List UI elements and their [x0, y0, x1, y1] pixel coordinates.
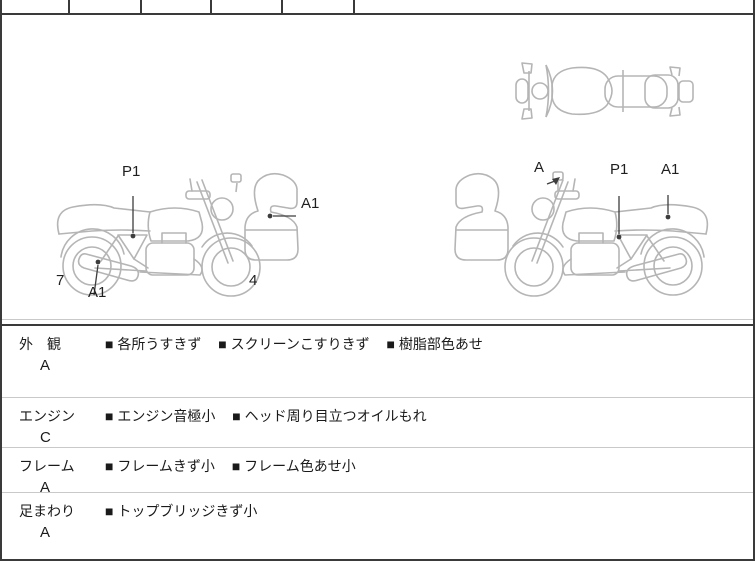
motorcycle-side-view-facing-left — [504, 171, 709, 297]
comment-item: ■ フレーム色あせ小 — [231, 458, 356, 474]
category-label: エンジン — [19, 408, 75, 424]
comments-cell: ■ トップブリッジきず小 — [105, 493, 753, 559]
part-label-a-mirror: A — [534, 159, 545, 176]
part-label-p1-right: P1 — [610, 161, 629, 178]
category-label: 外 観 — [19, 336, 61, 352]
category-cell: エンジン C — [2, 398, 105, 447]
comment-item: ■ エンジン音極小 — [105, 408, 216, 424]
part-label-p1-left: P1 — [122, 163, 141, 180]
motorcycle-top-view — [515, 62, 694, 120]
table-row: フレーム A ■ フレームきず小 ■ フレーム色あせ小 — [2, 448, 753, 496]
comment-item: ■ スクリーンこすりきず — [218, 336, 370, 352]
grade-value: A — [40, 357, 51, 374]
motorcycle-side-view-facing-right — [56, 173, 261, 297]
comments-cell: ■ 各所うすきず ■ スクリーンこすりきず ■ 樹脂部色あせ — [105, 326, 753, 397]
part-label-7: 7 — [56, 272, 65, 289]
table-row: 足まわり A ■ トップブリッジきず小 — [2, 493, 753, 559]
header-cell — [283, 0, 355, 13]
comment-item: ■ 樹脂部色あせ — [386, 336, 483, 352]
category-cell: 外 観 A — [2, 326, 105, 397]
header-cell — [70, 0, 142, 13]
grade-value: A — [40, 524, 51, 541]
category-label: 足まわり — [19, 503, 75, 519]
header-cell — [355, 0, 753, 13]
header-cell — [142, 0, 212, 13]
category-cell: フレーム A — [2, 448, 105, 496]
category-label: フレーム — [19, 458, 75, 474]
comment-item: ■ フレームきず小 — [105, 458, 215, 474]
part-label-a1-muffler: A1 — [88, 284, 107, 301]
part-label-4: 4 — [249, 272, 258, 289]
inspection-comment-table: 外 観 A ■ 各所うすきず ■ スクリーンこすりきず ■ 樹脂部色あせ エンジ… — [2, 324, 753, 559]
grade-value: A — [40, 479, 51, 496]
damage-diagram-area: P1 A1 7 A1 4 A P1 A1 — [2, 15, 753, 320]
windscreen-panel-left — [244, 172, 299, 261]
table-row: 外 観 A ■ 各所うすきず ■ スクリーンこすりきず ■ 樹脂部色あせ — [2, 326, 753, 398]
header-cell — [2, 0, 70, 13]
comments-cell: ■ エンジン音極小 ■ ヘッド周り目立つオイルもれ — [105, 398, 753, 447]
pointer-lines — [93, 177, 671, 296]
windscreen-panel-right — [454, 172, 509, 261]
comments-cell: ■ フレームきず小 ■ フレーム色あせ小 — [105, 448, 753, 492]
grade-value: C — [40, 429, 51, 446]
part-label-a1-windscreen: A1 — [301, 195, 320, 212]
comment-item: ■ ヘッド周り目立つオイルもれ — [232, 408, 427, 424]
part-label-a1-right: A1 — [661, 161, 680, 178]
category-cell: 足まわり A — [2, 493, 105, 559]
header-cell — [212, 0, 283, 13]
table-header-partial-row — [2, 0, 753, 15]
comment-item: ■ 各所うすきず — [105, 336, 202, 352]
table-row: エンジン C ■ エンジン音極小 ■ ヘッド周り目立つオイルもれ — [2, 398, 753, 448]
comment-item: ■ トップブリッジきず小 — [105, 503, 258, 519]
